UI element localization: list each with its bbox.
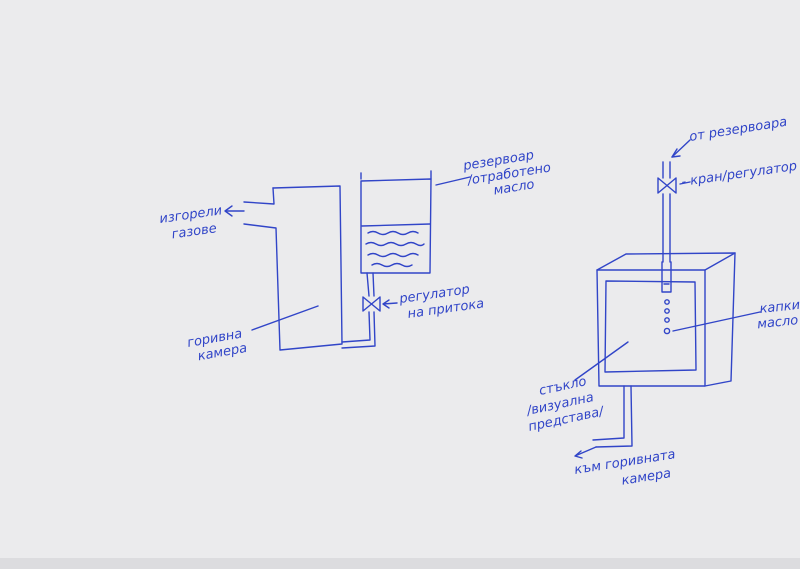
oil-tank (360, 170, 432, 274)
source-arrow (671, 139, 691, 158)
combustion-chamber (243, 185, 343, 351)
drops-leader-line (672, 311, 761, 332)
feed-pipe (341, 272, 376, 349)
oil-surface (361, 223, 431, 268)
valve-leader-line (679, 181, 691, 185)
drip-nozzle (661, 261, 672, 293)
chamber-leader-line (251, 305, 319, 331)
supply-pipe (662, 161, 671, 263)
drops-label: капки масло (755, 297, 800, 332)
exhaust-arrow (224, 205, 245, 217)
right-flow-valve (657, 177, 677, 194)
left-flow-valve (362, 296, 381, 312)
glass-leader-line (574, 341, 629, 381)
regulator-leader-arrow (382, 299, 398, 309)
outlet-pipe (574, 385, 633, 459)
drip-chamber-box (596, 252, 736, 387)
tank-leader-line (435, 176, 471, 186)
oil-drops (663, 299, 671, 335)
